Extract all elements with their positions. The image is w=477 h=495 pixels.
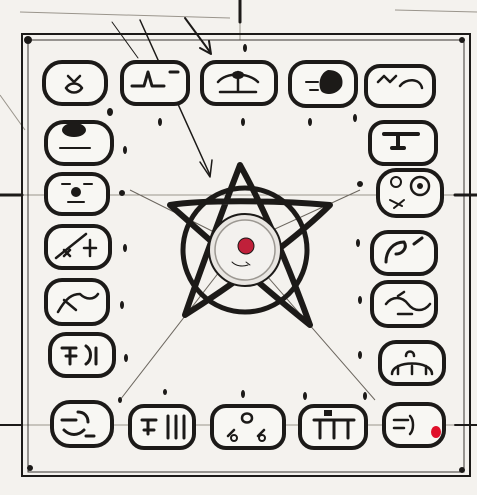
- glyph-top-1: [44, 62, 106, 104]
- corner-dot: [24, 36, 32, 44]
- corner-dot: [459, 37, 465, 43]
- center-red-dot: [238, 238, 254, 254]
- glyph-top-4: [290, 62, 356, 106]
- glyph-right-1: [370, 122, 436, 164]
- glyph-right-5: [380, 342, 444, 384]
- accent-red-dot: [431, 426, 441, 438]
- glyph-left-4: [46, 280, 108, 324]
- glyph-bottom-2: [212, 406, 284, 448]
- glyph-left-6: [52, 402, 112, 446]
- glyph-right-4: [372, 282, 436, 326]
- glyph-right-6: [384, 404, 444, 446]
- corner-dot: [27, 465, 33, 471]
- corner-dot: [459, 467, 465, 473]
- central-star-knot: [170, 165, 330, 325]
- glyph-top-3: [202, 62, 276, 104]
- glyph-left-3: [46, 226, 110, 268]
- glyph-top-5: [366, 66, 434, 106]
- glyph-bottom-1: [130, 406, 194, 448]
- glyph-right-3: [372, 232, 436, 274]
- glyph-bottom-3: [300, 406, 366, 448]
- glyph-right-2: [378, 170, 442, 216]
- glyph-top-2: [122, 62, 188, 104]
- glyph-left-2: [46, 174, 108, 214]
- glyph-left-1: [46, 122, 112, 164]
- glyph-left-5: [50, 334, 114, 376]
